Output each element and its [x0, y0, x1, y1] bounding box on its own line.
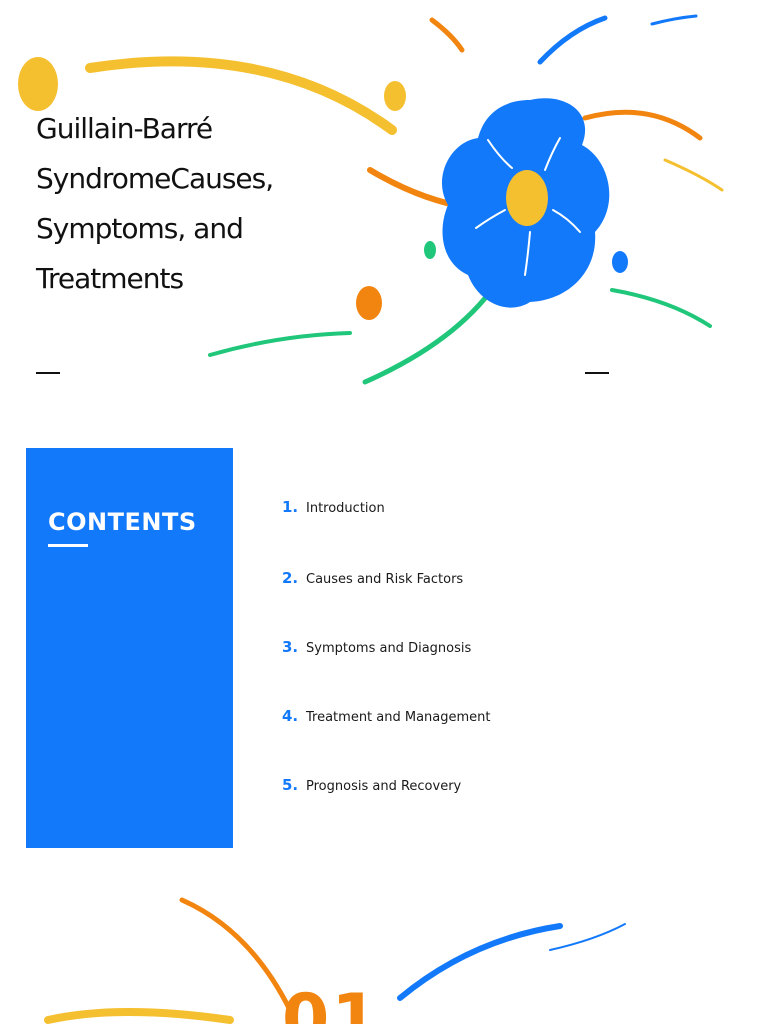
- flower-icon: [441, 98, 610, 308]
- toc-number: 3.: [282, 638, 299, 656]
- toc-label: Causes and Risk Factors: [306, 572, 464, 587]
- title-line: Guillain-Barré: [36, 112, 213, 145]
- contents-slide: CONTENTS 1. Introduction 2. Causes and R…: [0, 400, 768, 870]
- orange-arc-section: [179, 897, 293, 1013]
- yellow-dot-large: [18, 57, 58, 111]
- presentation-title: Guillain-Barré SyndromeCauses, Symptoms,…: [36, 104, 336, 304]
- toc-number: 4.: [282, 707, 299, 725]
- section-slide: 01: [0, 870, 768, 1024]
- title-line: Symptoms, and: [36, 212, 244, 245]
- toc-number: 2.: [282, 569, 299, 587]
- section-decorations: [44, 897, 626, 1024]
- contents-heading: CONTENTS: [48, 508, 197, 536]
- toc-number: 1.: [282, 498, 299, 516]
- green-arc-center: [362, 275, 503, 385]
- green-arc-left: [208, 331, 352, 357]
- section-number: 01: [282, 980, 381, 1024]
- blue-dot: [612, 251, 628, 273]
- blue-arc-top: [537, 15, 608, 65]
- orange-arc-top: [429, 17, 465, 53]
- title-decorations: [18, 14, 724, 385]
- toc-item-2[interactable]: 2. Causes and Risk Factors: [282, 565, 463, 587]
- toc-number: 5.: [282, 776, 299, 794]
- yellow-arc: [85, 56, 397, 135]
- toc-item-3[interactable]: 3. Symptoms and Diagnosis: [282, 634, 471, 656]
- blue-stroke-top: [650, 14, 698, 26]
- title-slide: Guillain-Barré SyndromeCauses, Symptoms,…: [0, 0, 768, 400]
- title-line: Treatments: [36, 262, 184, 295]
- blue-arc-section: [397, 923, 563, 1001]
- toc-label: Treatment and Management: [306, 710, 491, 725]
- green-arc-right: [610, 288, 712, 328]
- contents-panel: CONTENTS: [26, 448, 233, 848]
- title-line: SyndromeCauses,: [36, 162, 274, 195]
- contents-underline: [48, 544, 88, 547]
- orange-arc-right: [582, 109, 703, 141]
- right-dash: [585, 372, 609, 374]
- green-dot: [424, 241, 436, 259]
- toc-label: Prognosis and Recovery: [306, 779, 462, 794]
- toc-label: Symptoms and Diagnosis: [306, 641, 472, 656]
- toc-label: Introduction: [306, 501, 385, 516]
- toc-item-4[interactable]: 4. Treatment and Management: [282, 703, 491, 725]
- yellow-stroke-right: [663, 158, 724, 192]
- blue-stroke-section: [549, 923, 626, 951]
- yellow-dot-small: [384, 81, 406, 111]
- orange-dot: [356, 286, 382, 320]
- yellow-arc-section: [44, 1008, 234, 1024]
- toc-item-5[interactable]: 5. Prognosis and Recovery: [282, 772, 461, 794]
- left-dash: [36, 372, 60, 374]
- toc-item-1[interactable]: 1. Introduction: [282, 494, 385, 516]
